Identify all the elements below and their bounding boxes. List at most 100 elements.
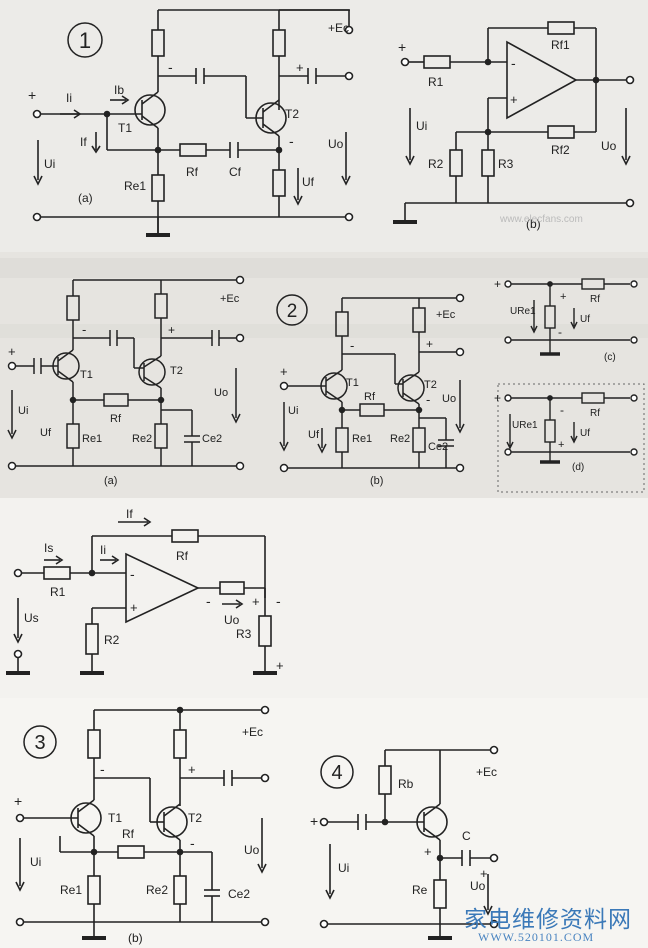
badge-label: 1 bbox=[79, 28, 91, 53]
circuit-number-badge-2 bbox=[276, 294, 308, 326]
label-plus-o-op: + bbox=[252, 594, 260, 609]
label-uf-2b: Uf bbox=[308, 429, 320, 441]
label-ui: Ui bbox=[44, 157, 55, 171]
label-plus-c2: + bbox=[296, 60, 304, 75]
caption-a: (a) bbox=[78, 191, 93, 205]
label-plus-2d: + bbox=[494, 391, 501, 405]
label-uo: Uo bbox=[328, 137, 344, 151]
label-minus: - bbox=[168, 59, 173, 75]
label-minus-e-3: - bbox=[190, 835, 195, 851]
label-ce2-3: Ce2 bbox=[228, 887, 250, 901]
label-minus-2b: - bbox=[350, 338, 354, 353]
label-rf-2c: Rf bbox=[590, 294, 600, 305]
label-plus2-2b: + bbox=[426, 337, 433, 351]
label-uo-b: Uo bbox=[601, 139, 617, 153]
circuit-1b bbox=[393, 21, 635, 224]
label-is-op: Is bbox=[44, 541, 53, 555]
label-minus-2a: - bbox=[82, 322, 86, 337]
label-ii: Ii bbox=[66, 91, 72, 105]
label-rb-4: Rb bbox=[398, 777, 414, 791]
label-plus-2a: + bbox=[8, 344, 16, 359]
label-plus-2c: + bbox=[494, 277, 501, 291]
label-plus-2b: + bbox=[280, 364, 288, 379]
label-re1-2b: Re1 bbox=[352, 433, 372, 445]
circuit-opamp-current bbox=[6, 517, 277, 675]
label-minus-op: - bbox=[130, 566, 135, 582]
label-plus-o-4: + bbox=[480, 866, 488, 881]
label-minus-e-2b: - bbox=[426, 392, 430, 407]
label-plus-b: + bbox=[398, 39, 406, 55]
label-t1-3: T1 bbox=[108, 811, 122, 825]
caption-2b: (b) bbox=[370, 475, 383, 487]
label-plus-c-2c: + bbox=[560, 291, 566, 303]
label-t2: T2 bbox=[285, 107, 299, 121]
label-ec-2b: +Ec bbox=[436, 309, 456, 321]
panel-2-band: + T1 T2 +Ec - + Rf Ui Uf Re1 Re2 Ce2 Uo … bbox=[0, 252, 648, 498]
site-logo-url: WWW.520101.COM bbox=[478, 930, 595, 944]
label-plus-4: + bbox=[310, 813, 318, 829]
circuit-2a bbox=[7, 275, 245, 471]
caption-2a: (a) bbox=[104, 475, 117, 487]
label-plus-in: + bbox=[510, 92, 518, 107]
label-cf: Cf bbox=[229, 165, 242, 179]
label-ui-2a: Ui bbox=[18, 405, 28, 417]
label-if: If bbox=[80, 135, 87, 149]
label-re2-3: Re2 bbox=[146, 883, 168, 897]
label-ib: Ib bbox=[114, 83, 124, 97]
label-minus-2d: - bbox=[560, 403, 564, 417]
label-plus-e-4: + bbox=[424, 844, 432, 859]
label-re1: Re1 bbox=[124, 179, 146, 193]
badge-label-2: 2 bbox=[287, 301, 298, 322]
badge-label-3: 3 bbox=[34, 732, 45, 754]
label-uo-2b: Uo bbox=[442, 393, 456, 405]
label-r1: R1 bbox=[428, 75, 444, 89]
label-uf: Uf bbox=[302, 175, 315, 189]
label-plus: + bbox=[28, 87, 36, 103]
circuit-number-badge-4 bbox=[320, 755, 354, 789]
label-ce2-2a: Ce2 bbox=[202, 433, 222, 445]
label-ui-2b: Ui bbox=[288, 405, 298, 417]
label-t1-2a: T1 bbox=[80, 369, 93, 381]
label-t2-2b: T2 bbox=[424, 379, 437, 391]
label-ec-3: +Ec bbox=[242, 725, 263, 739]
label-r2: R2 bbox=[428, 157, 444, 171]
label-ii-op: Ii bbox=[100, 543, 106, 557]
op-amp bbox=[506, 40, 578, 120]
label-re-4: Re bbox=[412, 883, 428, 897]
label-rf: Rf bbox=[186, 165, 199, 179]
panel-1-band: 1 bbox=[0, 0, 648, 252]
label-ec-2a: +Ec bbox=[220, 293, 240, 305]
label-c-4: C bbox=[462, 829, 471, 843]
circuit-2b bbox=[279, 293, 465, 473]
caption-3: (b) bbox=[128, 931, 143, 945]
label-minus-3: - bbox=[100, 761, 105, 777]
caption-2c: (c) bbox=[604, 352, 616, 363]
circuit-1a bbox=[32, 9, 354, 237]
label-ui-4: Ui bbox=[338, 861, 349, 875]
label-plus-r3-op: + bbox=[276, 658, 284, 673]
label-uo-3: Uo bbox=[244, 843, 260, 857]
label-r1-op: R1 bbox=[50, 585, 66, 599]
panel-3-4-band: 3 + T1 T2 bbox=[0, 698, 648, 948]
badge-label-4: 4 bbox=[331, 762, 342, 784]
circuit-4 bbox=[319, 745, 499, 940]
label-if-op: If bbox=[126, 507, 133, 521]
caption-2d: (d) bbox=[572, 462, 584, 473]
label-uo-op: Uo bbox=[224, 613, 240, 627]
circuit-number-badge bbox=[67, 22, 103, 58]
opamp-band: If Is Ii Rf R1 - + Us R2 - Uo + - R3 + bbox=[0, 498, 648, 698]
label-ure1-2d: URe1 bbox=[512, 420, 538, 431]
label-r2-op: R2 bbox=[104, 633, 120, 647]
label-re2-2a: Re2 bbox=[132, 433, 152, 445]
label-minus-2c: - bbox=[558, 325, 562, 339]
label-ec: +Ec bbox=[328, 21, 349, 35]
label-minus-in: - bbox=[511, 55, 516, 71]
label-uf-2d: Uf bbox=[580, 428, 590, 439]
label-uf-2c: Uf bbox=[580, 314, 590, 325]
label-rf1: Rf1 bbox=[551, 38, 570, 52]
label-t2-3: T2 bbox=[188, 811, 202, 825]
label-rf2: Rf2 bbox=[551, 143, 570, 157]
caption-b: (b) bbox=[526, 217, 541, 231]
label-t1: T1 bbox=[118, 121, 132, 135]
label-rf-2a: Rf bbox=[110, 413, 122, 425]
